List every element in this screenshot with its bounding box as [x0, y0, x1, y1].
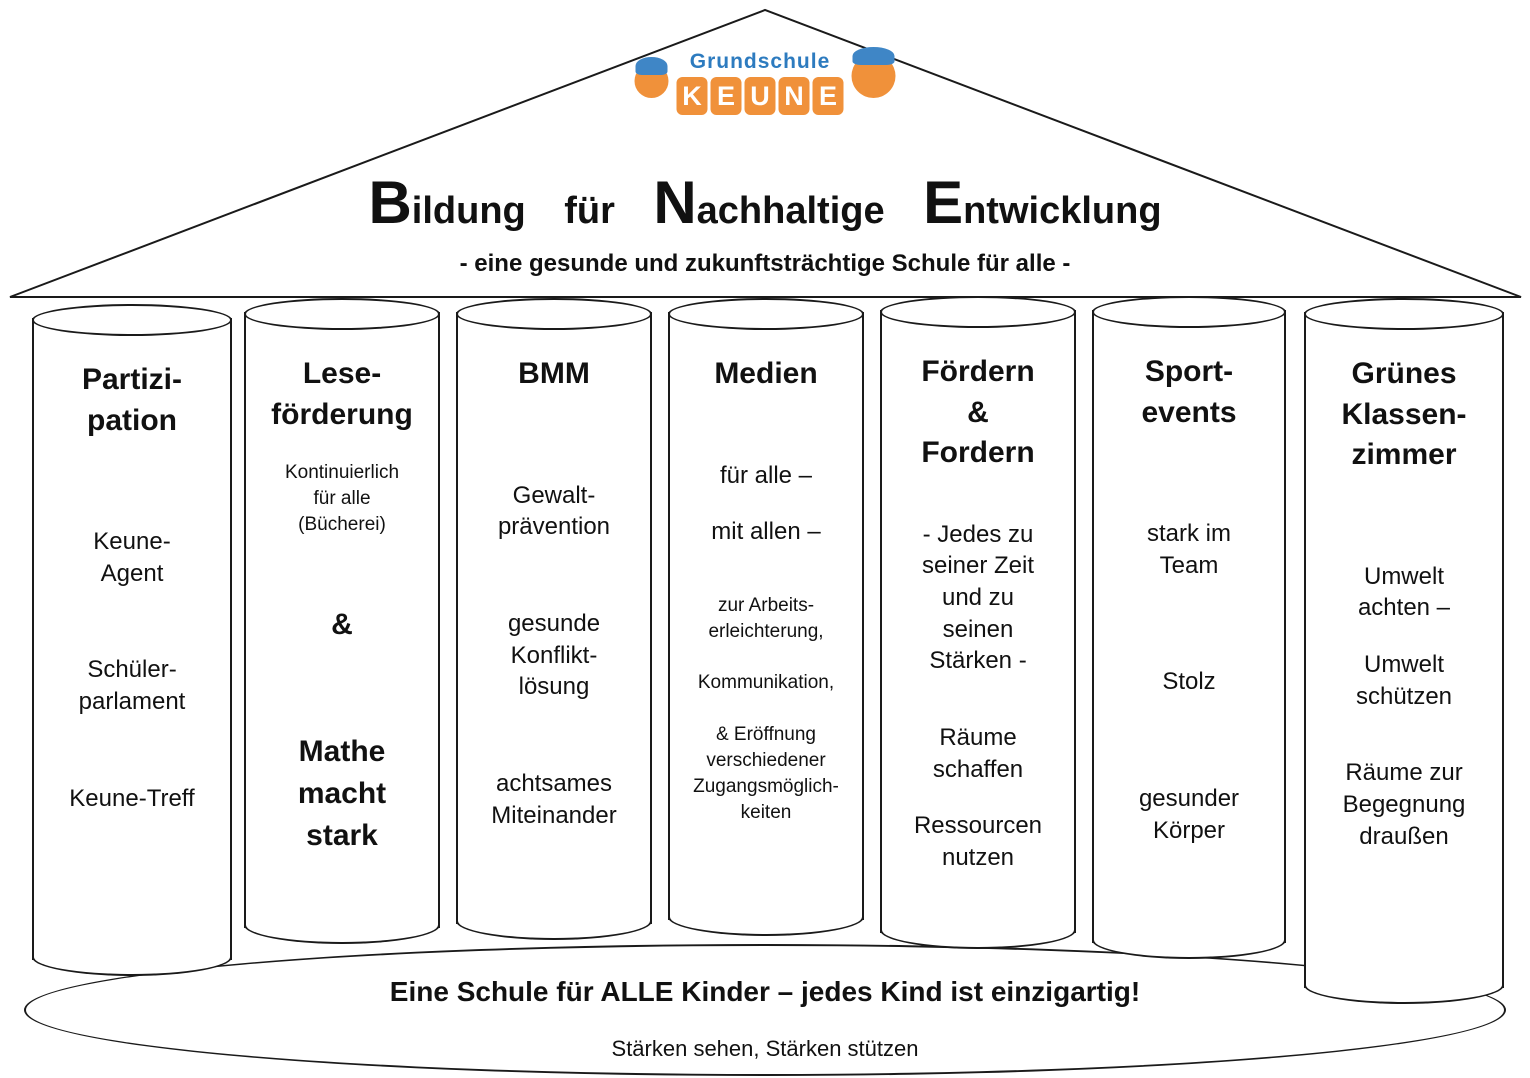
pillar-medien: Medien für alle – mit allen – zur Arbeit…: [668, 298, 864, 936]
pillar-title: Lese- förderung: [271, 357, 413, 431]
pillar-foerdern-fordern: Fördern & Fordern - Jedes zu seiner Zeit…: [880, 296, 1076, 949]
pillar-partizipation: Partizi- pation Keune- Agent Schüler- pa…: [32, 304, 232, 976]
logo-letter: E: [812, 77, 844, 115]
pillar-content: Sport- events stark im Team Stolz gesund…: [1094, 310, 1284, 856]
pillar-item: Umwelt achten –: [1357, 562, 1451, 622]
pillar-item: mit allen –: [711, 518, 821, 546]
pillar-item: Kontinuierlich für alle (Bücherei): [284, 462, 400, 536]
pillar-sportevents: Sport- events stark im Team Stolz gesund…: [1092, 296, 1286, 959]
pillar-item: Stolz: [1162, 668, 1216, 696]
pillar-item: Kommunikation,: [697, 672, 835, 694]
page-title: Bildung für Nachhaltige Entwicklung: [0, 168, 1530, 237]
pillar-title: Fördern & Fordern: [921, 355, 1035, 469]
pillar-item: gesunder Körper: [1138, 785, 1240, 844]
pillar-title: Medien: [714, 357, 818, 390]
pillar-item: Ressourcen nutzen: [913, 812, 1043, 871]
pillar-content: BMM Gewalt- prävention gesunde Konflikt-…: [458, 312, 650, 841]
pillar-lesefoerderung: Lese- förderung Kontinuierlich für alle …: [244, 298, 440, 944]
pillar-title: Sport- events: [1141, 355, 1237, 429]
pillar-content: Fördern & Fordern - Jedes zu seiner Zeit…: [882, 310, 1074, 884]
logo-letter: N: [778, 77, 810, 115]
pillar-item: Räume schaffen: [932, 723, 1024, 783]
pillar-bmm: BMM Gewalt- prävention gesunde Konflikt-…: [456, 298, 652, 940]
pillar-item: - Jedes zu seiner Zeit und zu seinen Stä…: [921, 520, 1035, 675]
logo-letter: U: [744, 77, 776, 115]
pillar-item: & Eröffnung verschiedener Zugangsmöglich…: [693, 723, 839, 824]
title-word-fuer: für: [564, 190, 615, 232]
pillar-item: Gewalt- prävention: [497, 481, 611, 541]
pillar-item: stark im Team: [1147, 520, 1231, 579]
pillar-item: Räume zur Begegnung draußen: [1342, 759, 1466, 850]
base-slogan: Eine Schule für ALLE Kinder – jedes Kind…: [389, 976, 1141, 1007]
title-word-bildung: Bildung: [368, 169, 526, 236]
pillar-item: gesunde Konflikt- lösung: [507, 609, 601, 701]
logo-letter: E: [710, 77, 742, 115]
pillar-item: für alle –: [719, 461, 813, 489]
pillar-item: zur Arbeits- erleichterung,: [708, 594, 824, 643]
pillar-item: &: [331, 607, 353, 641]
pillar-item: achtsames Miteinander: [491, 769, 617, 829]
pillar-content: Medien für alle – mit allen – zur Arbeit…: [670, 312, 862, 836]
title-word-nachhaltige: Nachhaltige: [653, 169, 885, 236]
pillar-content: Lese- förderung Kontinuierlich für alle …: [246, 312, 438, 867]
title-word-entwicklung: Entwicklung: [923, 169, 1162, 236]
pillar-content: Partizi- pation Keune- Agent Schüler- pa…: [34, 318, 230, 824]
logo-letter: K: [676, 77, 708, 115]
pillar-item: Umwelt schützen: [1355, 650, 1453, 710]
pillar-item: Keune-Treff: [69, 784, 195, 812]
pillar-title: BMM: [518, 357, 590, 390]
pillar-title: Grünes Klassen- zimmer: [1341, 357, 1467, 471]
pillar-item: Mathe macht stark: [297, 734, 387, 852]
girl-head-icon: [634, 57, 669, 98]
pillar-item: Schüler- parlament: [78, 656, 186, 716]
boy-head-icon: [851, 47, 896, 98]
pillar-gruenes-klassenzimmer: Grünes Klassen- zimmer Umwelt achten – U…: [1304, 298, 1504, 1004]
pillar-title: Partizi- pation: [81, 363, 183, 437]
page-subtitle: - eine gesunde und zukunftsträchtige Sch…: [459, 250, 1071, 277]
pillar-content: Grünes Klassen- zimmer Umwelt achten – U…: [1306, 312, 1502, 862]
base-platform-ellipse: [24, 944, 1506, 1076]
logo-school-type: Grundschule: [689, 50, 831, 73]
pillar-item: Keune- Agent: [93, 528, 171, 587]
base-subslogan: Stärken sehen, Stärken stützen: [611, 1036, 919, 1061]
